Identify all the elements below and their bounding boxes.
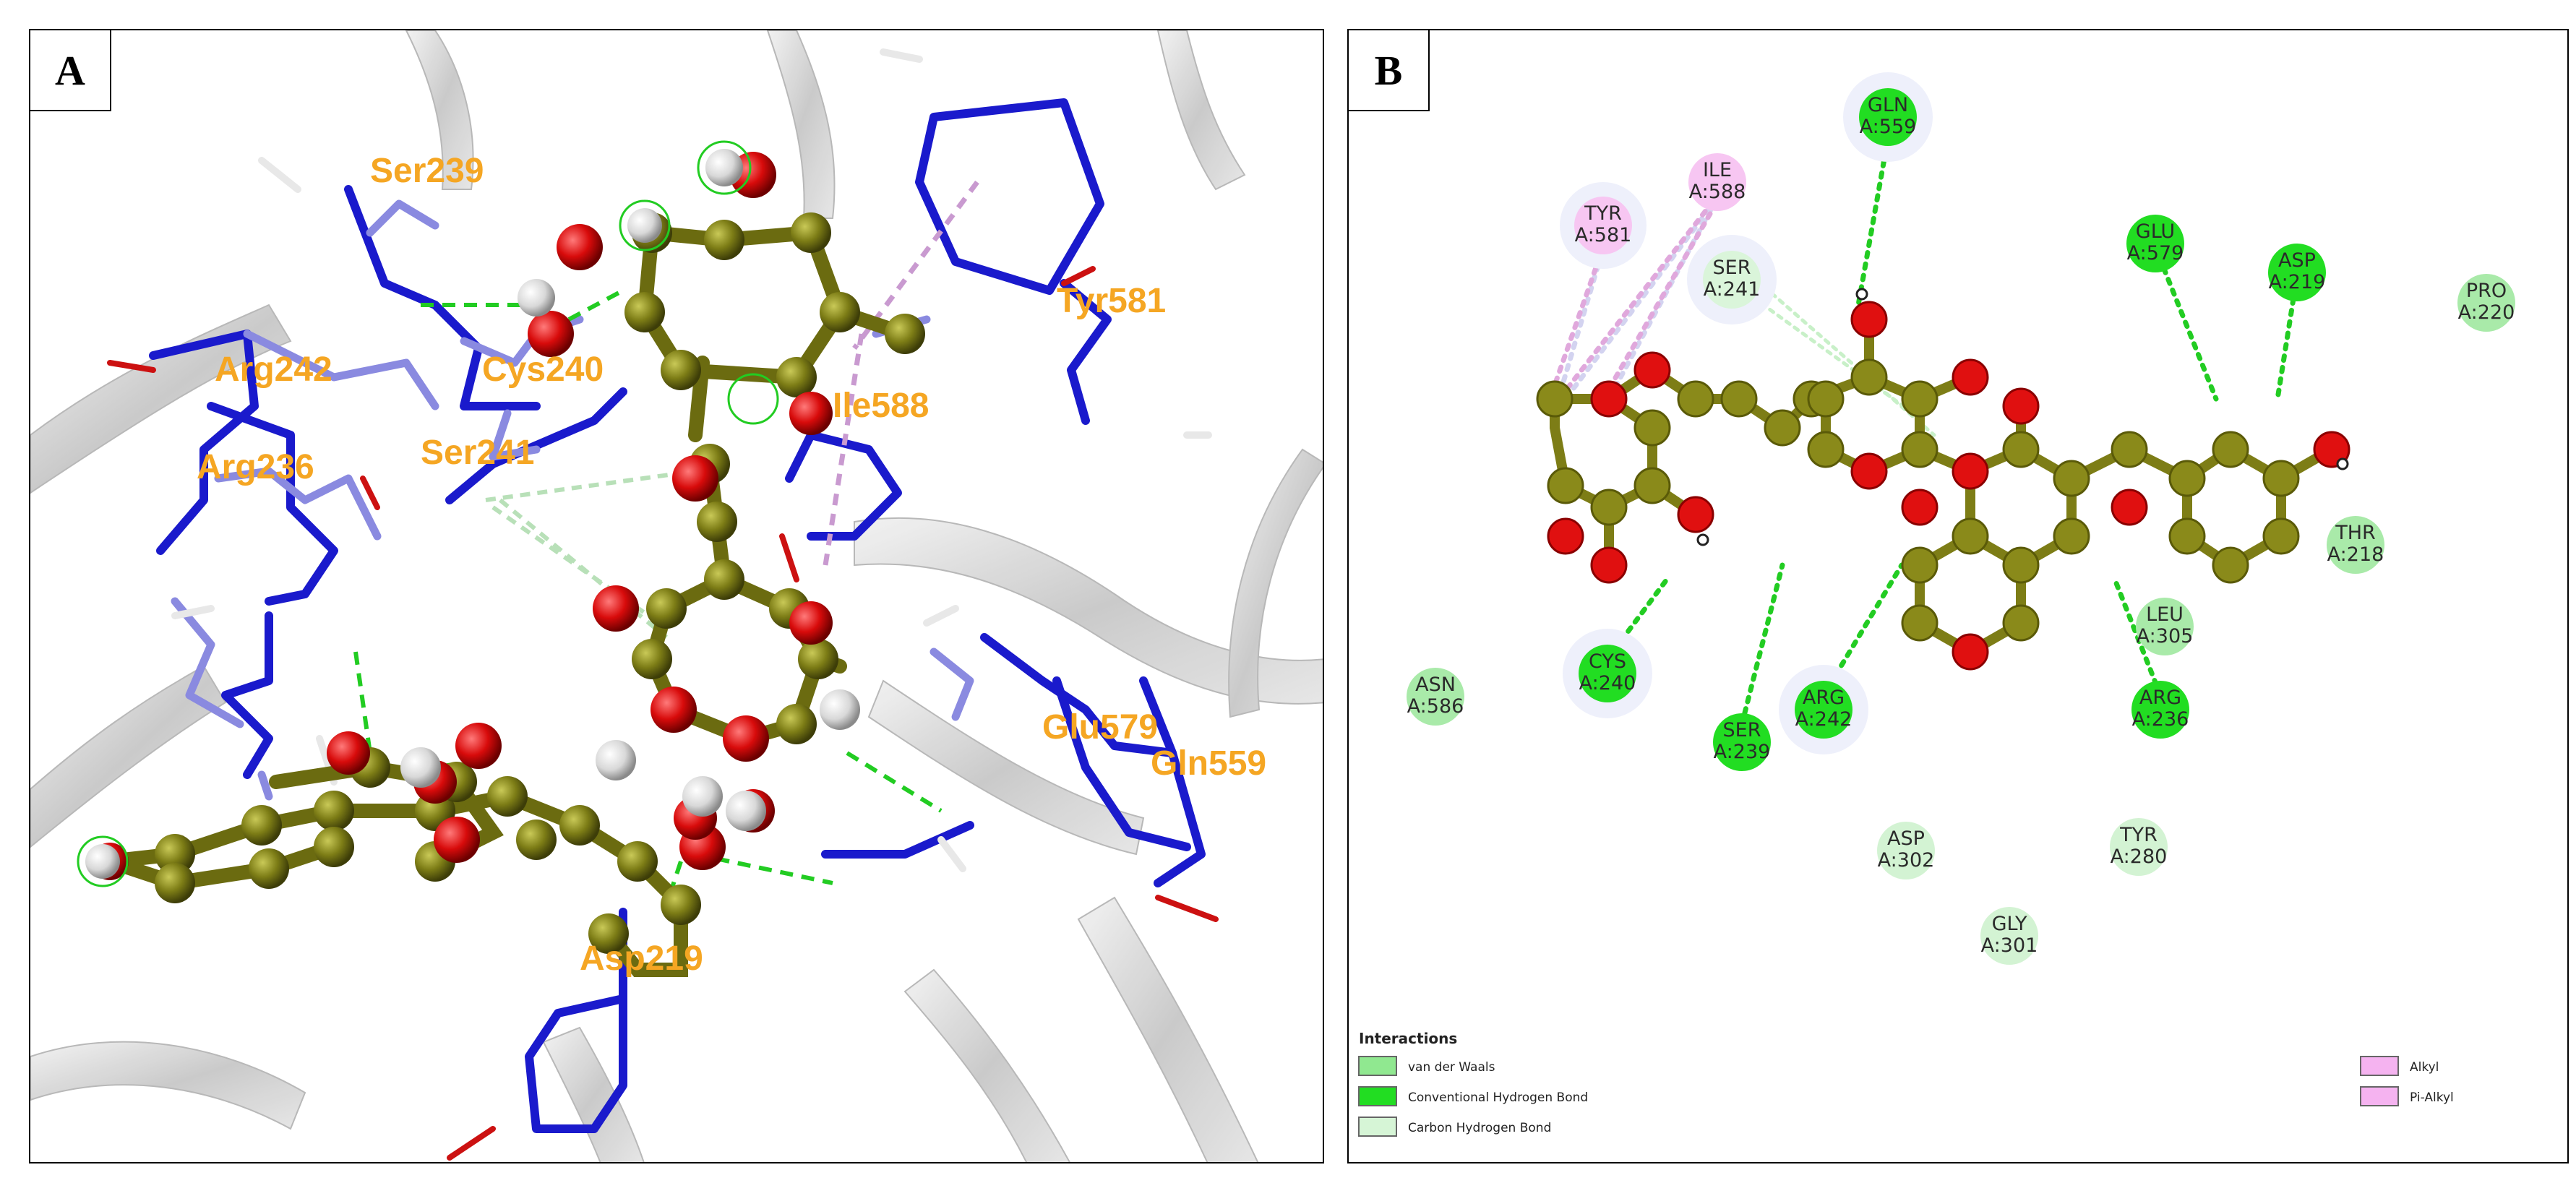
panel-a-3d-view: A <box>29 29 1324 1163</box>
svg-text:TYR: TYR <box>1584 202 1622 225</box>
legend-item-conventional-hbond: Conventional Hydrogen Bond <box>1358 1086 1588 1106</box>
svg-text:A:581: A:581 <box>1575 224 1632 246</box>
svg-text:ASP: ASP <box>1887 827 1925 850</box>
svg-text:GLU: GLU <box>2136 220 2175 243</box>
label-arg236: Arg236 <box>197 448 314 486</box>
legend-title: Interactions <box>1359 1030 1457 1047</box>
residue-labels: Ser239 Arg242 Cys240 Arg236 Ser241 Ile58… <box>197 152 1266 978</box>
label-cys240: Cys240 <box>482 350 604 389</box>
interaction-2d-diagram: GLN A:559 ILE A:588 TYR A:581 SER A:241 … <box>1358 72 2515 1137</box>
svg-text:CYS: CYS <box>1589 650 1626 673</box>
svg-text:GLN: GLN <box>1868 94 1908 116</box>
svg-text:ARG: ARG <box>1803 687 1845 709</box>
svg-text:ARG: ARG <box>2139 687 2181 709</box>
legend-item-alkyl: Alkyl <box>2360 1056 2439 1076</box>
label-gln559: Gln559 <box>1151 744 1266 783</box>
label-arg242: Arg242 <box>215 350 332 389</box>
svg-text:Carbon Hydrogen Bond: Carbon Hydrogen Bond <box>1408 1121 1551 1135</box>
panel-b-letter: B <box>1349 30 1430 111</box>
protein-ribbons <box>30 30 1323 1162</box>
svg-text:A:239: A:239 <box>1714 741 1771 763</box>
node-pro220: PRO A:220 <box>2457 274 2515 332</box>
svg-text:LEU: LEU <box>2146 603 2184 626</box>
svg-text:A:218: A:218 <box>2327 543 2384 566</box>
svg-text:A:240: A:240 <box>1579 672 1636 694</box>
label-ile588: Ile588 <box>833 387 929 425</box>
svg-text:PRO: PRO <box>2466 280 2507 302</box>
svg-text:ASN: ASN <box>1415 674 1456 696</box>
svg-text:A:280: A:280 <box>2111 846 2168 868</box>
residue-sticks <box>107 48 1219 1161</box>
svg-text:Alkyl: Alkyl <box>2410 1060 2439 1075</box>
label-tyr581: Tyr581 <box>1057 282 1166 320</box>
svg-text:ASP: ASP <box>2278 249 2316 272</box>
panel-b-2d-diagram: B <box>1347 29 2569 1163</box>
node-ser239: SER A:239 <box>1713 713 1771 771</box>
svg-text:THR: THR <box>2335 522 2376 544</box>
svg-text:A:302: A:302 <box>1878 849 1935 872</box>
svg-text:van der Waals: van der Waals <box>1408 1060 1495 1075</box>
svg-text:A:236: A:236 <box>2132 708 2189 731</box>
ligand-2d-atoms <box>1536 288 2350 671</box>
legend: Interactions van der Waals Conventional … <box>1358 1030 2454 1137</box>
node-thr218: THR A:218 <box>2327 516 2384 574</box>
svg-text:A:579: A:579 <box>2127 242 2184 264</box>
svg-text:A:559: A:559 <box>1860 116 1917 138</box>
svg-text:SER: SER <box>1713 257 1751 279</box>
node-arg236: ARG A:236 <box>2131 681 2189 739</box>
svg-text:ILE: ILE <box>1703 159 1732 181</box>
svg-text:A:220: A:220 <box>2458 301 2515 324</box>
residue-nodes: GLN A:559 ILE A:588 TYR A:581 SER A:241 … <box>1407 72 2515 965</box>
svg-text:A:588: A:588 <box>1689 181 1746 203</box>
svg-text:A:241: A:241 <box>1704 278 1761 301</box>
panel-a-letter: A <box>30 30 111 111</box>
docking-3d-render: Ser239 Arg242 Cys240 Arg236 Ser241 Ile58… <box>30 30 1323 1162</box>
node-ser241: SER A:241 <box>1687 235 1777 324</box>
node-cys240: CYS A:240 <box>1563 629 1652 718</box>
node-leu305: LEU A:305 <box>2136 598 2194 655</box>
node-tyr280: TYR A:280 <box>2110 818 2168 876</box>
node-asp302: ASP A:302 <box>1877 822 1935 879</box>
label-ser239: Ser239 <box>370 152 484 190</box>
node-asn586: ASN A:586 <box>1407 668 1464 726</box>
node-glu579: GLU A:579 <box>2126 215 2184 272</box>
svg-text:SER: SER <box>1723 719 1761 741</box>
svg-text:Conventional Hydrogen Bond: Conventional Hydrogen Bond <box>1408 1090 1588 1105</box>
svg-text:GLY: GLY <box>1992 913 2027 935</box>
node-ile588: ILE A:588 <box>1688 153 1746 211</box>
svg-text:A:305: A:305 <box>2137 625 2194 648</box>
ligand-2d-bonds <box>1550 314 2337 658</box>
node-tyr581: TYR A:581 <box>1560 182 1647 269</box>
node-arg242: ARG A:242 <box>1779 665 1868 754</box>
svg-text:Pi-Alkyl: Pi-Alkyl <box>2410 1090 2454 1105</box>
legend-item-carbon-hbond: Carbon Hydrogen Bond <box>1358 1117 1551 1137</box>
svg-text:A:586: A:586 <box>1407 695 1464 718</box>
svg-text:TYR: TYR <box>2119 824 2158 846</box>
svg-text:A:242: A:242 <box>1795 708 1852 731</box>
svg-text:A:219: A:219 <box>2269 271 2326 293</box>
label-ser241: Ser241 <box>421 434 534 472</box>
node-gly301: GLY A:301 <box>1980 907 2038 965</box>
ligand-atoms <box>77 140 925 954</box>
label-asp219: Asp219 <box>580 939 703 978</box>
legend-item-van-der-waals: van der Waals <box>1358 1056 1495 1076</box>
node-asp219: ASP A:219 <box>2268 244 2326 301</box>
label-glu579: Glu579 <box>1042 708 1158 747</box>
svg-text:A:301: A:301 <box>1981 934 2038 957</box>
node-gln559: GLN A:559 <box>1843 72 1933 162</box>
legend-item-pi-alkyl: Pi-Alkyl <box>2360 1086 2454 1106</box>
